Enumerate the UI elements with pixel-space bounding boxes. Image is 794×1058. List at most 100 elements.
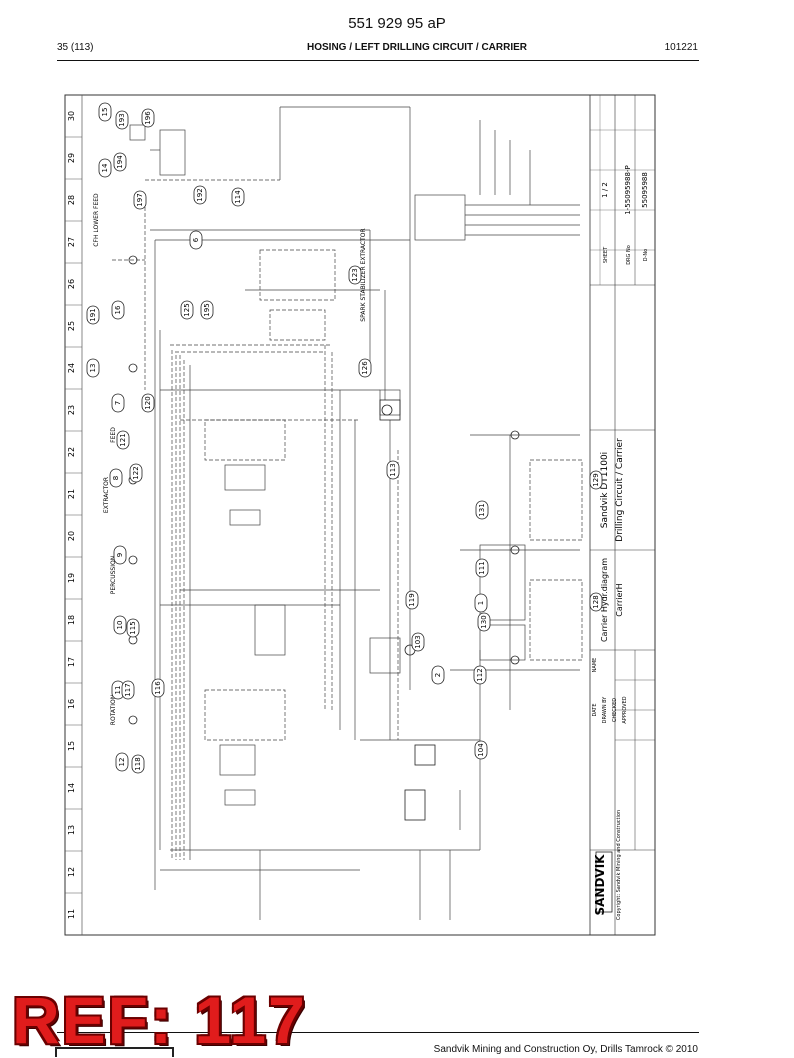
title-block-subject: CarrierH xyxy=(615,583,624,616)
title-block xyxy=(589,95,655,935)
header-divider xyxy=(57,60,699,61)
grid-column-label: 20 xyxy=(67,531,76,541)
svg-text:194: 194 xyxy=(116,155,124,169)
callout-bubble: 197 xyxy=(133,190,147,210)
document-number: 551 929 95 aP xyxy=(348,15,446,32)
svg-text:119: 119 xyxy=(408,593,416,606)
callout-bubble: 104 xyxy=(474,740,488,760)
svg-text:120: 120 xyxy=(144,396,152,409)
svg-text:116: 116 xyxy=(154,681,162,695)
title-block-drawing-no: 1-55095988-P xyxy=(624,165,632,214)
svg-text:111: 111 xyxy=(478,561,486,574)
header-date: 101221 xyxy=(664,42,698,53)
page-indicator: 35 (113) xyxy=(57,42,94,53)
reference-stamp: REF: 117 xyxy=(12,983,307,1057)
hydraulic-components xyxy=(128,255,520,821)
callout-bubble: 7 xyxy=(111,393,125,413)
grid-column-label: 11 xyxy=(67,909,76,919)
svg-text:10: 10 xyxy=(116,621,124,630)
title-block-approved: APPROVED xyxy=(622,696,628,723)
footer-divider xyxy=(57,1032,699,1033)
callout-bubble: 129 xyxy=(589,470,603,490)
grid-column-label: 18 xyxy=(67,615,76,625)
svg-text:112: 112 xyxy=(476,668,484,681)
title-block-sheet-label: SHEET xyxy=(603,246,609,263)
callout-bubble: 119 xyxy=(405,590,419,610)
title-block-checked: CHECKED xyxy=(612,698,618,722)
svg-text:121: 121 xyxy=(119,433,127,446)
grid-column-label: 21 xyxy=(67,489,76,499)
section-label: FEED xyxy=(110,427,117,443)
callout-bubble: 116 xyxy=(151,678,165,698)
svg-text:126: 126 xyxy=(361,361,369,375)
grid-column-label: 16 xyxy=(67,699,76,709)
svg-text:125: 125 xyxy=(183,303,191,316)
svg-text:117: 117 xyxy=(124,683,132,696)
svg-text:7: 7 xyxy=(114,401,122,405)
title-block-title-line1: Sandvik DT1100i xyxy=(600,452,610,528)
svg-text:131: 131 xyxy=(478,503,486,516)
callout-bubble: 121 xyxy=(116,430,130,450)
grid-column-label: 15 xyxy=(67,741,76,751)
title-block-company: SANDVIK xyxy=(593,854,607,916)
svg-text:1: 1 xyxy=(477,601,485,605)
callout-bubble: 130 xyxy=(477,612,491,632)
grid-column-label: 17 xyxy=(67,657,76,667)
callout-bubble: 13 xyxy=(86,358,100,378)
callout-bubble: 195 xyxy=(200,300,214,320)
svg-text:14: 14 xyxy=(101,163,109,172)
callout-bubble: 9 xyxy=(113,545,127,565)
grid-column-label: 25 xyxy=(67,321,76,331)
callout-bubble: 118 xyxy=(131,754,145,774)
title-block-hdr-date: DATE xyxy=(592,703,598,716)
callout-bubble: 114 xyxy=(231,187,245,207)
svg-text:12: 12 xyxy=(118,758,126,767)
grid-column-label: 12 xyxy=(67,867,76,877)
callout-bubble: 8 xyxy=(109,468,123,488)
callout-bubble: 128 xyxy=(589,592,603,612)
callout-bubble: 16 xyxy=(111,300,125,320)
svg-text:191: 191 xyxy=(89,308,97,321)
grid-column-label: 30 xyxy=(67,111,76,121)
svg-text:113: 113 xyxy=(389,463,397,476)
grid-column-label: 13 xyxy=(67,825,76,835)
svg-text:6: 6 xyxy=(192,237,200,242)
section-label: ROTATION xyxy=(110,695,117,725)
svg-text:16: 16 xyxy=(114,305,122,314)
svg-text:9: 9 xyxy=(116,553,124,557)
callout-bubble: 15 xyxy=(98,102,112,122)
callout-bubble: 192 xyxy=(193,185,207,205)
section-label: CFH LOWER FEED xyxy=(93,193,100,247)
reference-logo-fragment xyxy=(55,1047,174,1057)
callout-bubble: 122 xyxy=(129,463,143,483)
svg-text:129: 129 xyxy=(592,473,600,486)
title-block-title-line2: Drilling Circuit / Carrier xyxy=(615,438,625,542)
callout-bubble: 117 xyxy=(121,680,135,700)
title-block-design-no: 55095988 xyxy=(641,172,649,208)
hydraulic-diagram: 3029282726252423222120191817161514131211… xyxy=(64,94,656,936)
svg-text:11: 11 xyxy=(114,686,122,695)
callout-bubble: 120 xyxy=(141,393,155,413)
svg-text:115: 115 xyxy=(129,621,137,634)
page-title: HOSING / LEFT DRILLING CIRCUIT / CARRIER xyxy=(307,42,527,53)
title-block-drawing-no-label: DRG No xyxy=(626,245,632,265)
grid-column-label: 22 xyxy=(67,447,76,457)
svg-text:122: 122 xyxy=(132,466,140,479)
title-block-design-no-label: D-No xyxy=(643,249,649,261)
svg-text:130: 130 xyxy=(480,615,488,628)
grid-column-label: 14 xyxy=(67,783,76,793)
section-label: PERCUSSION xyxy=(110,556,117,594)
svg-text:118: 118 xyxy=(134,757,142,770)
title-block-drawn-by: DRAWN BY xyxy=(602,696,608,724)
callout-bubble: 126 xyxy=(358,358,372,378)
callout-bubble: 123 xyxy=(348,265,362,285)
hydraulic-lines xyxy=(112,106,583,920)
callout-bubble: 112 xyxy=(473,665,487,685)
callout-bubble: 111 xyxy=(475,558,489,578)
section-labels: CFH LOWER FEEDFEEDEXTRACTORPERCUSSIONROT… xyxy=(93,193,367,725)
callout-bubble: 2 xyxy=(431,665,445,685)
callout-bubble: 191 xyxy=(86,305,100,325)
svg-text:13: 13 xyxy=(89,364,97,373)
